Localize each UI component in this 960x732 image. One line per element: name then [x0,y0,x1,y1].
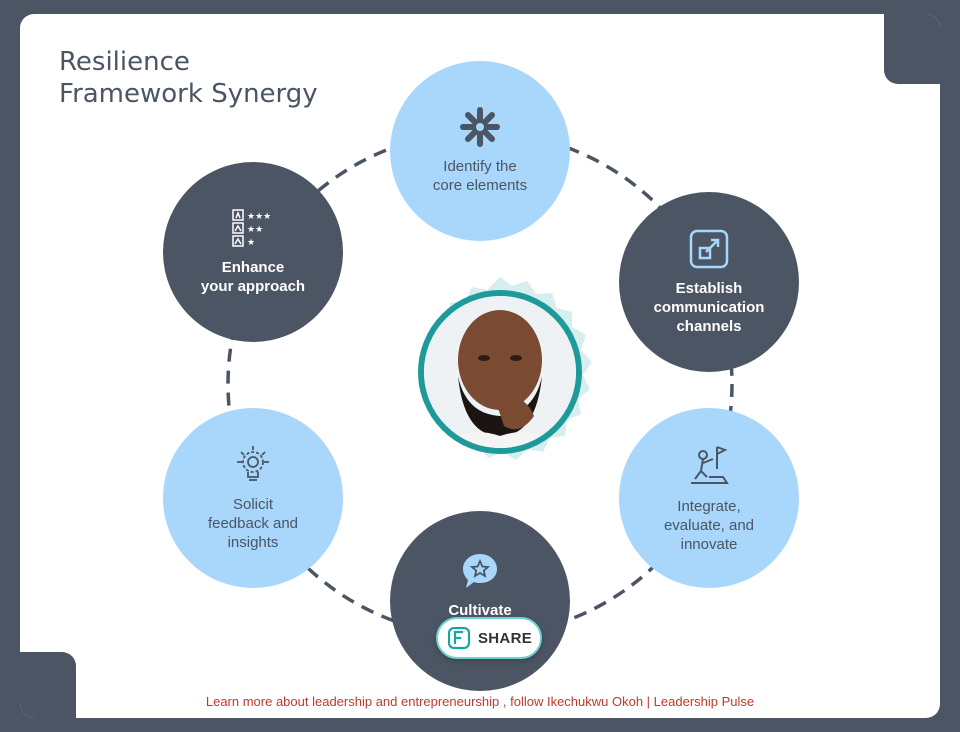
corner-decoration-bottom-left [20,652,76,718]
person-flag-icon [691,445,729,484]
external-link-icon [689,229,729,268]
node-enhance-approach: ★★★ ★★ ★ Enhance your approach [163,162,343,342]
svg-text:★★★: ★★★ [247,212,271,222]
footer-credit: Learn more about leadership and entrepre… [205,694,755,709]
corner-decoration-top-right [884,14,940,84]
slide-canvas: Resilience Framework Synergy [20,14,940,718]
profile-photo [418,290,582,454]
person-portrait-icon [424,296,576,448]
lightbulb-gear-icon [237,445,269,481]
node-identify-core-elements: Identify the core elements [390,61,570,241]
share-button[interactable]: SHARE [436,617,542,659]
node-label: Enhance your approach [200,259,306,295]
node-cultivate: Cultivate su [390,511,570,691]
share-logo-icon [448,627,470,649]
svg-text:★★: ★★ [247,225,263,235]
share-label: SHARE [478,629,533,647]
node-establish-communication: Establish communication channels [619,192,799,372]
asterisk-gear-icon [460,107,500,147]
node-solicit-feedback: Solicit feedback and insights [163,408,343,588]
svg-text:★: ★ [247,238,255,248]
connector-ring [226,130,734,638]
node-label: Identify the core elements [432,158,528,194]
rating-list-icon: ★★★ ★★ ★ [232,209,271,248]
node-label: Solicit feedback and insights [207,495,299,551]
page-title: Resilience Framework Synergy [59,47,318,109]
node-label: Establish communication channels [653,279,765,335]
star-speech-bubble-icon [463,554,497,588]
node-label: Integrate, evaluate, and innovate [663,497,755,553]
node-integrate-evaluate-innovate: Integrate, evaluate, and innovate [619,408,799,588]
